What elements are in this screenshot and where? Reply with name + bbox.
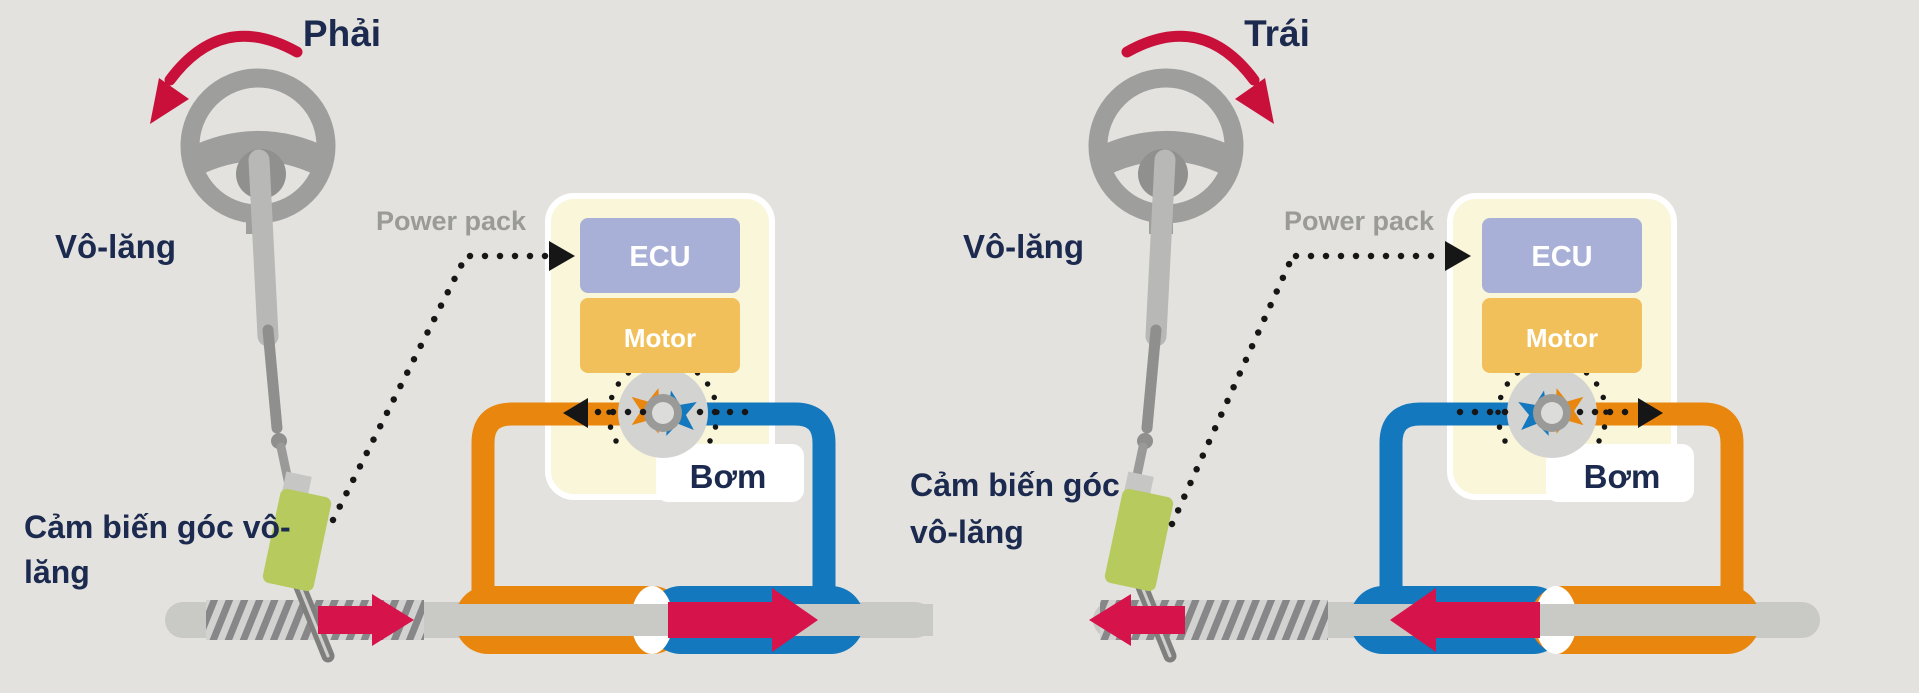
turn-arc: [1121, 30, 1260, 86]
sensor-label-line1: Cảm biến góc vô-: [24, 509, 291, 545]
ecu-box: [1482, 218, 1642, 293]
steering-angle-sensor: [262, 488, 332, 592]
turn-direction-arrow-icon: [150, 30, 303, 124]
rack-motion-arrow-right-icon: [318, 594, 414, 646]
motor-box: [580, 298, 740, 373]
flow-arrowhead-left-icon: [563, 398, 588, 428]
motor-label: Motor: [1526, 323, 1598, 353]
orange-pipe: [1573, 402, 1744, 594]
flow-arrowhead-right-icon: [1638, 398, 1663, 428]
pump-icon: [606, 357, 720, 458]
column-upper: [248, 149, 279, 347]
cylinder-force-arrow-right-icon: [668, 588, 818, 652]
motor-box: [1482, 298, 1642, 373]
column-lower: [262, 324, 283, 434]
rack-motion-arrow-left-icon: [1089, 594, 1185, 646]
pump-label-backing: [1546, 444, 1694, 502]
wheel-spoke-bar: [186, 131, 330, 176]
wheel-label: Vô-lăng: [963, 228, 1084, 265]
pump-hub: [652, 402, 674, 424]
pump-hub: [1541, 402, 1563, 424]
ecu-label: ECU: [629, 241, 690, 273]
turn-arc-head: [150, 78, 189, 124]
sensor-signal-dotted-line: [1168, 258, 1294, 528]
panel-left-turn-right: ECU Motor Phải Vô-lăng Power pack Cảm bi…: [24, 13, 933, 663]
blue-pipe: [1379, 402, 1530, 594]
turn-direction-arrow-icon: [1121, 30, 1274, 124]
turn-arc-head: [1235, 78, 1274, 124]
motor-label: Motor: [624, 323, 696, 353]
signal-arrowhead-icon: [549, 241, 575, 271]
power-pack-label: Power pack: [1284, 206, 1435, 236]
orange-pipe: [471, 402, 642, 594]
cylinder-force-arrow-left-icon: [1390, 588, 1540, 652]
power-pack-label: Power pack: [376, 206, 527, 236]
sensor-signal-dotted-line: [329, 258, 467, 524]
panel-right-turn-left: ECU Motor Trái Vô-lăng Power pack Cảm bi…: [910, 13, 1820, 663]
wheel-spoke-bar: [1094, 131, 1238, 176]
blue-pipe: [685, 402, 836, 594]
ecu-box: [580, 218, 740, 293]
pump-icon: [1495, 357, 1609, 458]
ecu-label: ECU: [1531, 241, 1592, 273]
wheel-label: Vô-lăng: [55, 228, 176, 265]
signal-arrowhead-icon: [1445, 241, 1471, 271]
pump-label: Bơm: [690, 458, 767, 495]
sensor-label-line2: lăng: [24, 554, 90, 590]
turn-arc: [164, 30, 303, 86]
pump-label: Bơm: [1584, 458, 1661, 495]
pump-label-backing: [656, 444, 804, 502]
steering-angle-sensor: [1104, 488, 1174, 592]
column-lower: [1141, 324, 1162, 434]
turn-label: Phải: [303, 13, 381, 54]
sensor-label-line2: vô-lăng: [910, 514, 1024, 550]
turn-label: Trái: [1244, 13, 1310, 54]
column-upper: [1145, 149, 1176, 347]
sensor-label-line1: Cảm biến góc: [910, 467, 1120, 503]
